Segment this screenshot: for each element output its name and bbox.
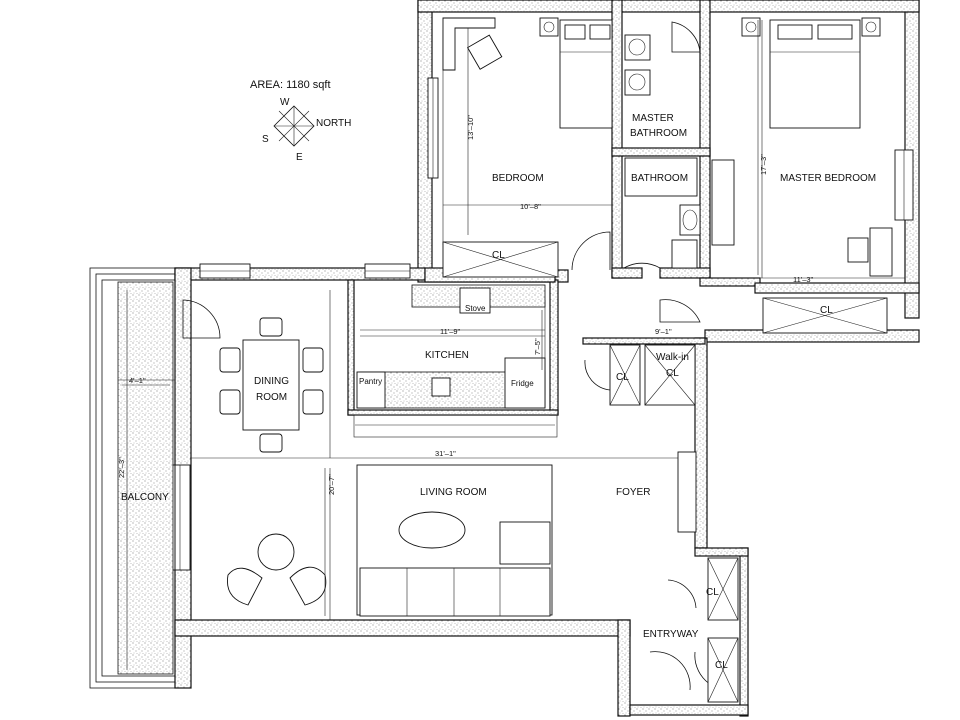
labels: AREA: 1180 sqft W S E NORTH BEDROOM MAST…: [117, 79, 876, 671]
closet-entry-label: CL: [715, 660, 728, 671]
dim-kitchen-height: 7'–5": [533, 338, 542, 355]
dim-living-height: 20'–7": [327, 474, 336, 495]
interior-lines: [190, 20, 905, 620]
closet-bedroom-label: CL: [492, 250, 505, 261]
doors: [182, 21, 736, 691]
compass-w-label: W: [280, 97, 290, 108]
balcony-label: BALCONY: [121, 492, 169, 503]
closet-foyer-label: CL: [706, 587, 719, 598]
furniture: [219, 17, 893, 617]
fridge-label: Fridge: [511, 379, 534, 388]
area-label: AREA: 1180 sqft: [250, 79, 331, 91]
stove-label: Stove: [465, 304, 486, 313]
compass: [273, 105, 315, 147]
walkin-label-1: Walk-in: [656, 352, 689, 363]
dimension-lines: [122, 20, 759, 670]
dim-master-height: 17'–3": [759, 154, 768, 175]
foyer-label: FOYER: [616, 487, 650, 498]
closet-master-label: CL: [820, 305, 833, 316]
entryway-label: ENTRYWAY: [643, 629, 699, 640]
balcony: [89, 267, 176, 689]
dim-master-width: 11'–3": [793, 275, 814, 284]
dim-hall-width: 9'–1": [655, 327, 672, 336]
dim-balcony-height: 22'–3": [117, 457, 126, 478]
dim-bedroom-width: 10'–8": [520, 202, 541, 211]
kitchen-label: KITCHEN: [425, 350, 469, 361]
dim-overall-width: 31'–1": [435, 449, 456, 458]
closet-hall-label: CL: [616, 372, 629, 383]
compass-north-label: NORTH: [316, 118, 351, 129]
dining-label-1: DINING: [254, 376, 289, 387]
compass-e-label: E: [296, 152, 303, 163]
master-bedroom-label: MASTER BEDROOM: [780, 173, 876, 184]
master-bathroom-label-1: MASTER: [632, 113, 674, 124]
walkin-label-2: CL: [666, 368, 679, 379]
closets: [442, 241, 888, 703]
compass-s-label: S: [262, 134, 269, 145]
dim-dining-width: 4'–1": [129, 376, 146, 385]
dining-label-2: ROOM: [256, 392, 287, 403]
living-room-label: LIVING ROOM: [420, 487, 487, 498]
dim-bedroom-height: 13'–10": [466, 115, 475, 140]
dim-kitchen-width: 11'–9": [440, 327, 461, 336]
bathroom-label: BATHROOM: [631, 173, 688, 184]
pantry-label: Pantry: [359, 377, 382, 386]
master-bathroom-label-2: BATHROOM: [630, 128, 687, 139]
bedroom-label: BEDROOM: [492, 173, 544, 184]
